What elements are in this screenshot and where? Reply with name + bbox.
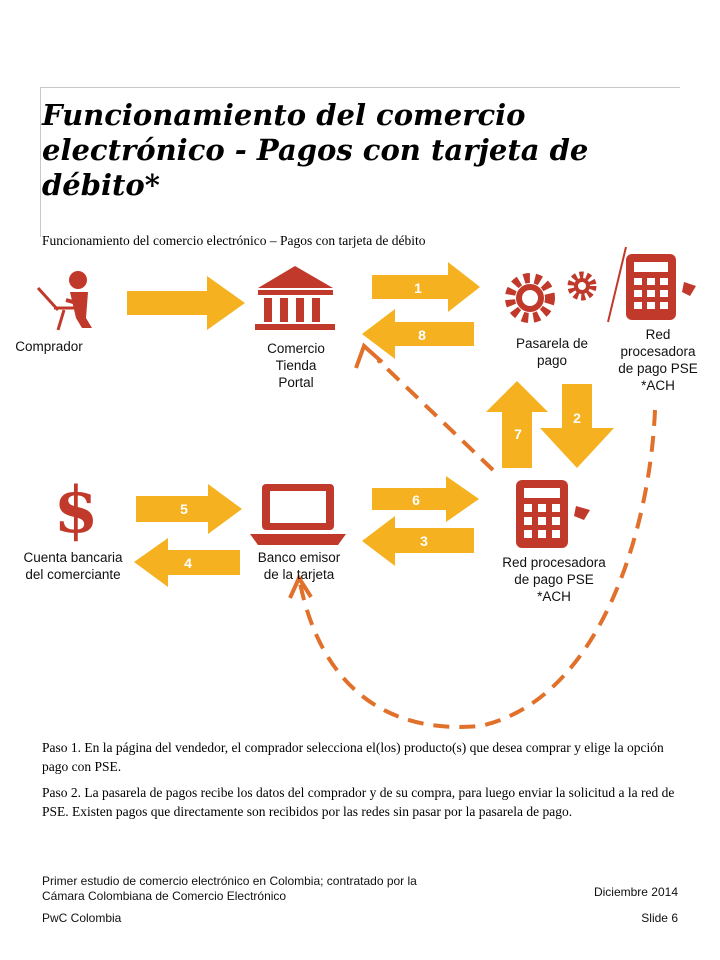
- arrow-step-3: [362, 516, 474, 566]
- node-label-red-top: Red procesadora de pago PSE *ACH: [618, 327, 698, 393]
- footer-source: Primer estudio de comercio electrónico e…: [42, 874, 417, 903]
- step-number-1: 1: [414, 280, 422, 296]
- dashed-arrowhead-comercio: [354, 342, 384, 369]
- gears-icon: [505, 271, 597, 323]
- dashed-arrowhead-banco: [288, 573, 313, 599]
- arrow-step-2: [540, 384, 614, 468]
- step-number-7: 7: [514, 426, 522, 442]
- person-at-desk-icon: [36, 271, 92, 331]
- step-description-1: Paso 1. En la página del vendedor, el co…: [42, 740, 664, 774]
- step-number-2: 2: [573, 410, 581, 426]
- arrow-step-4: [134, 538, 240, 587]
- page-title: Funcionamiento del comercio electrónico …: [42, 98, 589, 202]
- laptop-icon: [250, 484, 346, 545]
- node-label-cuenta: Cuenta bancaria del comerciante: [23, 550, 123, 582]
- dashed-return-arrow-to-banco: [298, 409, 657, 729]
- node-label-pasarela: Pasarela de pago: [515, 336, 589, 368]
- left-rule: [40, 87, 41, 237]
- arrow-comprador-comercio: [127, 276, 245, 330]
- arrow-step-8: [362, 309, 474, 359]
- footer-date: Diciembre 2014: [593, 885, 678, 899]
- step-number-5: 5: [180, 501, 188, 517]
- step-description-2: Paso 2. La pasarela de pagos recibe los …: [42, 785, 675, 819]
- top-rule: [40, 87, 680, 88]
- payment-terminal-icon-middle: [516, 480, 590, 548]
- bank-building-icon: [255, 266, 335, 330]
- dollar-sign-icon: $: [54, 473, 99, 548]
- node-label-red-middle: Red procesadora de pago PSE *ACH: [502, 555, 606, 604]
- step-number-4: 4: [184, 555, 192, 571]
- footer-slide-number: Slide 6: [641, 911, 678, 925]
- node-label-comprador: Comprador: [15, 339, 83, 354]
- arrow-step-5: [136, 484, 242, 534]
- arrow-step-7: [486, 381, 548, 468]
- footer-company: PwC Colombia: [42, 911, 122, 925]
- payment-terminal-icon-top: [626, 254, 696, 320]
- node-label-comercio: Comercio Tienda Portal: [267, 341, 325, 390]
- node-label-banco: Banco emisor de la tarjeta: [257, 550, 341, 582]
- divider-line: [607, 246, 627, 323]
- step-number-6: 6: [412, 492, 420, 508]
- dashed-return-arrow-to-comercio: [376, 358, 495, 472]
- arrow-step-1: [372, 262, 480, 312]
- step-number-3: 3: [420, 533, 428, 549]
- arrow-step-6: [372, 476, 479, 522]
- step-number-8: 8: [418, 327, 426, 343]
- diagram-subtitle: Funcionamiento del comercio electrónico …: [42, 233, 426, 248]
